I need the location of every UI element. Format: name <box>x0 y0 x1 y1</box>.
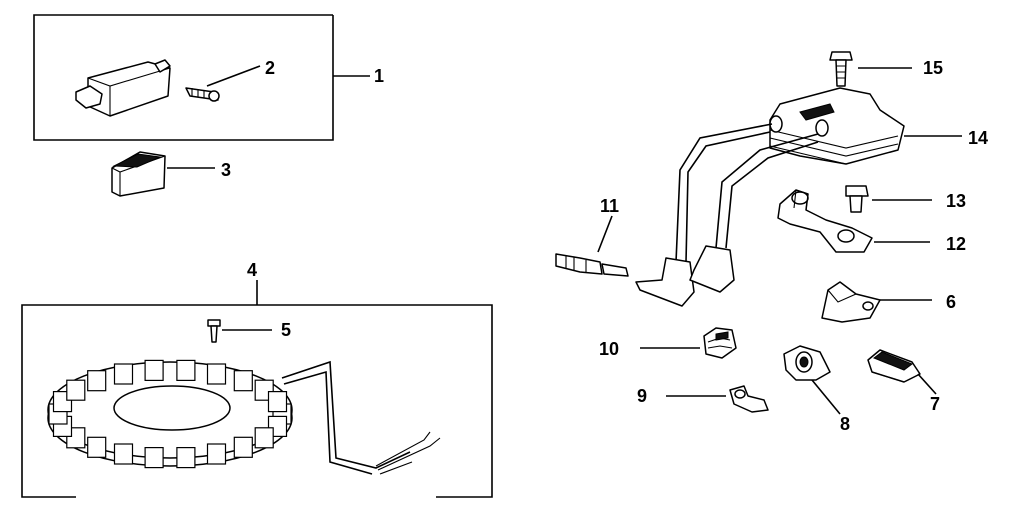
stator-tooth <box>87 370 107 392</box>
fuse-holder-part <box>111 151 166 197</box>
stator-tooth <box>176 359 196 381</box>
fuse-part <box>185 87 220 102</box>
stator-tooth <box>113 363 134 385</box>
bolt-part <box>829 51 853 87</box>
stator-tooth <box>113 443 134 465</box>
ignition-coil-part <box>635 87 905 307</box>
retainer-clip-part <box>867 349 921 383</box>
callout-8: 8 <box>840 414 850 434</box>
stator-tooth <box>144 359 164 381</box>
callout-6: 6 <box>946 292 956 312</box>
coil-bracket-part <box>777 189 873 253</box>
stator-tooth <box>144 447 164 469</box>
stator-part <box>47 359 441 475</box>
stator-tooth <box>87 436 107 458</box>
grommet-part <box>783 345 831 381</box>
spark-plug-part <box>555 253 629 277</box>
callout-1: 1 <box>374 66 384 86</box>
callout-3: 3 <box>221 160 231 180</box>
wire-clamp-part <box>703 327 737 359</box>
leader-8 <box>811 379 841 415</box>
callout-5: 5 <box>281 320 291 340</box>
stator-tooth <box>206 363 227 385</box>
stator-teeth <box>48 359 292 469</box>
callout-11: 11 <box>600 196 619 216</box>
leader-2 <box>206 65 261 87</box>
stator-tooth <box>206 443 227 465</box>
callout-4: 4 <box>247 260 257 280</box>
leader-11 <box>597 215 613 253</box>
leader-7 <box>917 373 937 395</box>
callout-2: 2 <box>265 58 275 78</box>
stator-tooth <box>233 436 253 458</box>
stator-tooth <box>66 379 86 401</box>
callout-7: 7 <box>930 394 940 414</box>
callout-12: 12 <box>946 234 966 254</box>
rectifier-part <box>75 59 171 117</box>
rectifier-kit-group <box>33 14 370 141</box>
callout-14: 14 <box>968 128 988 148</box>
bracket-bolt-part <box>845 185 869 213</box>
cable-clamp-part <box>729 385 769 413</box>
callout-labels: 2 1 3 4 5 15 14 13 12 11 6 10 7 9 8 <box>221 58 988 434</box>
cable-clip-part <box>821 281 881 323</box>
group-1-box <box>33 14 334 141</box>
stator-tooth <box>254 427 274 449</box>
callout-13: 13 <box>946 191 966 211</box>
stator-group <box>21 280 493 498</box>
stator-tooth <box>267 391 288 413</box>
stator-tooth <box>233 370 253 392</box>
callout-10: 10 <box>599 339 619 359</box>
callout-15: 15 <box>923 58 943 78</box>
screw-part <box>207 319 221 343</box>
callout-9: 9 <box>637 386 647 406</box>
group-4-box <box>21 304 493 498</box>
stator-tooth <box>176 447 196 469</box>
